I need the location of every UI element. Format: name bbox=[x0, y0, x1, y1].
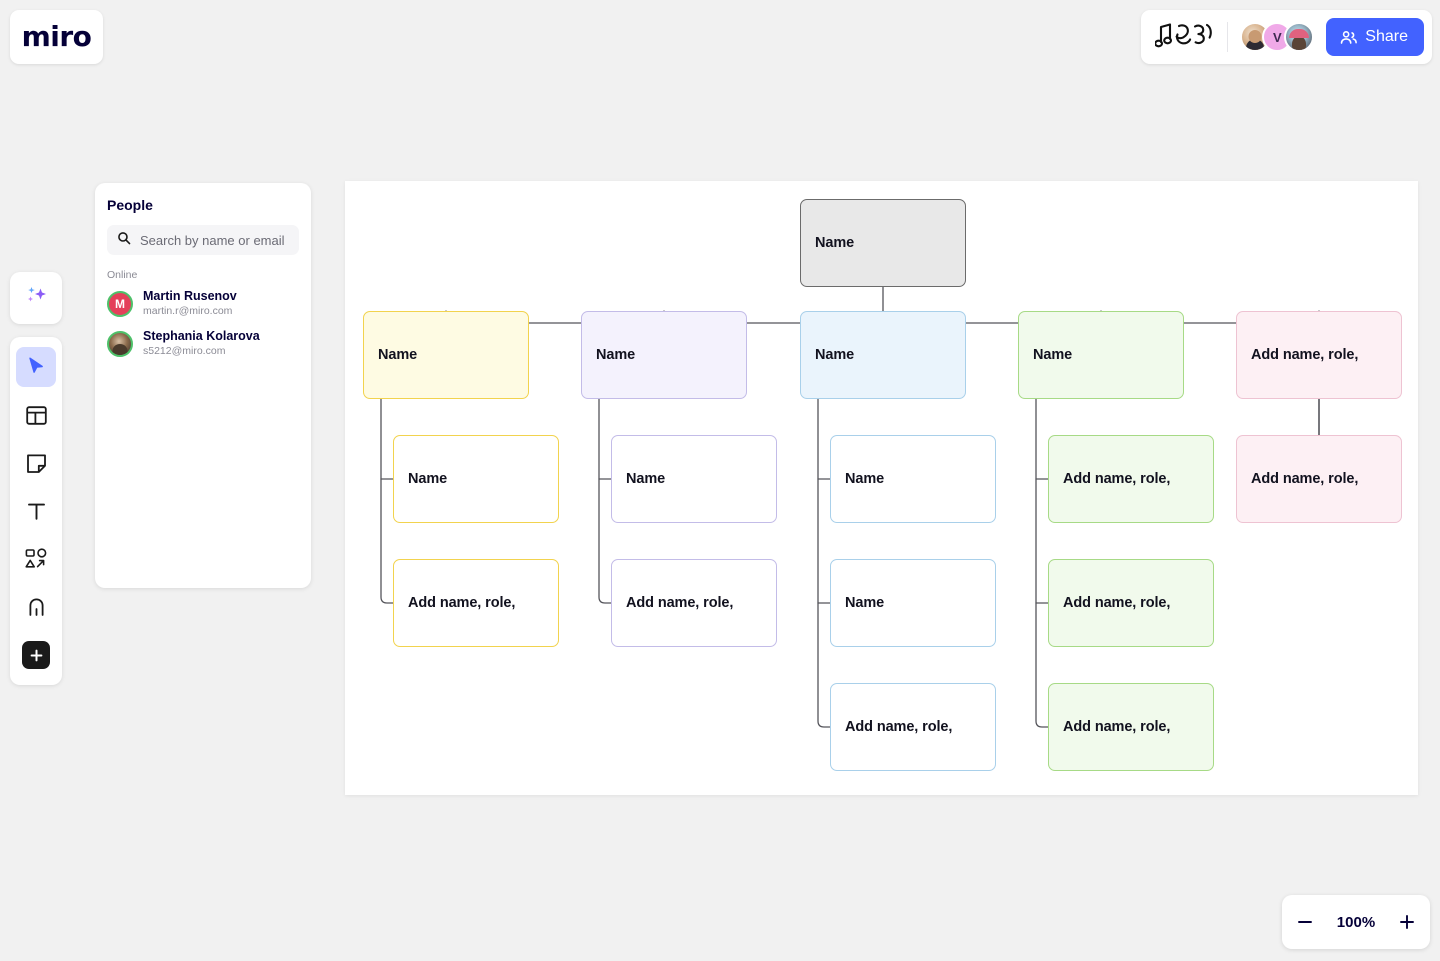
zoom-level: 100% bbox=[1336, 913, 1376, 931]
plus-icon bbox=[22, 641, 50, 669]
tool-shapes[interactable] bbox=[16, 539, 56, 579]
org-node[interactable]: Add name, role, bbox=[1236, 435, 1402, 523]
org-node-label: Add name, role, bbox=[1251, 471, 1359, 487]
share-button-label: Share bbox=[1365, 28, 1408, 45]
org-node[interactable]: Add name, role, bbox=[611, 559, 777, 647]
org-node-label: Name bbox=[845, 595, 885, 611]
avatar bbox=[107, 330, 133, 357]
share-button[interactable]: Share bbox=[1326, 18, 1424, 56]
templates-icon bbox=[25, 404, 48, 427]
people-search-box[interactable] bbox=[107, 225, 299, 255]
org-node-label: Name bbox=[845, 471, 885, 487]
search-input[interactable] bbox=[140, 232, 289, 248]
people-panel: People Online M Martin Rusenov martin.r@… bbox=[95, 183, 311, 588]
org-node-label: Add name, role, bbox=[408, 595, 516, 611]
org-node-label: Add name, role, bbox=[845, 719, 953, 735]
cursor-select-icon bbox=[25, 356, 47, 378]
list-item[interactable]: Stephania Kolarova s5212@miro.com bbox=[107, 329, 299, 358]
org-node[interactable]: Name bbox=[800, 311, 966, 399]
org-node-label: Name bbox=[815, 347, 855, 363]
person-name: Stephania Kolarova bbox=[143, 329, 260, 344]
org-node-label: Name bbox=[626, 471, 666, 487]
avatar[interactable] bbox=[1284, 22, 1315, 52]
person-name: Martin Rusenov bbox=[143, 289, 237, 303]
org-node-label: Name bbox=[1033, 347, 1073, 363]
tool-more-apps[interactable] bbox=[16, 635, 56, 675]
tool-templates[interactable] bbox=[16, 395, 56, 435]
org-node[interactable]: Name bbox=[393, 435, 559, 523]
org-node[interactable]: Add name, role, bbox=[830, 683, 996, 771]
text-icon bbox=[25, 500, 48, 523]
person-email: s5212@miro.com bbox=[143, 344, 226, 357]
org-node[interactable]: Name bbox=[830, 559, 996, 647]
sticky-note-icon bbox=[25, 452, 48, 475]
zoom-in-button[interactable] bbox=[1392, 907, 1422, 937]
toolbar bbox=[10, 337, 62, 685]
org-node[interactable]: Add name, role, bbox=[1236, 311, 1402, 399]
tool-select[interactable] bbox=[16, 347, 56, 387]
collaborator-avatars[interactable]: V bbox=[1240, 22, 1315, 52]
tool-sticky-note[interactable] bbox=[16, 443, 56, 483]
music-doodle-icon[interactable] bbox=[1155, 20, 1217, 54]
org-node[interactable]: Name bbox=[581, 311, 747, 399]
tool-pen[interactable] bbox=[16, 587, 56, 627]
org-node-label: Add name, role, bbox=[1063, 719, 1171, 735]
org-node-label: Add name, role, bbox=[1251, 347, 1359, 363]
header-toolbar: V Share bbox=[1141, 10, 1432, 64]
org-node-label: Name bbox=[815, 235, 855, 251]
tool-text[interactable] bbox=[16, 491, 56, 531]
org-node-label: Name bbox=[596, 347, 636, 363]
zoom-control: 100% bbox=[1282, 895, 1430, 949]
org-node-label: Add name, role, bbox=[1063, 595, 1171, 611]
org-node-label: Name bbox=[408, 471, 448, 487]
pen-icon bbox=[25, 596, 48, 619]
header-divider bbox=[1227, 22, 1229, 52]
search-icon bbox=[117, 231, 131, 250]
org-node-label: Add name, role, bbox=[1063, 471, 1171, 487]
toolbar-ai-button[interactable] bbox=[10, 272, 62, 324]
org-node[interactable]: Add name, role, bbox=[1048, 435, 1214, 523]
list-item[interactable]: M Martin Rusenov martin.r@miro.com bbox=[107, 289, 299, 318]
org-node[interactable]: Name bbox=[363, 311, 529, 399]
avatar: M bbox=[107, 290, 133, 317]
org-node-label: Name bbox=[378, 347, 418, 363]
org-node[interactable]: Add name, role, bbox=[1048, 559, 1214, 647]
miro-logo[interactable]: miro bbox=[10, 10, 103, 64]
miro-logo-text: miro bbox=[21, 20, 92, 53]
online-section-label: Online bbox=[107, 269, 138, 281]
org-node[interactable]: Add name, role, bbox=[1048, 683, 1214, 771]
org-node[interactable]: Name bbox=[611, 435, 777, 523]
org-node-label: Add name, role, bbox=[626, 595, 734, 611]
person-email: martin.r@miro.com bbox=[143, 304, 233, 317]
org-node[interactable]: Name bbox=[800, 199, 966, 287]
org-node[interactable]: Name bbox=[1018, 311, 1184, 399]
org-node[interactable]: Add name, role, bbox=[393, 559, 559, 647]
people-panel-title: People bbox=[107, 197, 153, 213]
shapes-icon bbox=[24, 547, 48, 571]
zoom-out-button[interactable] bbox=[1290, 907, 1320, 937]
ai-sparkle-icon bbox=[23, 283, 49, 314]
org-node[interactable]: Name bbox=[830, 435, 996, 523]
people-icon bbox=[1339, 28, 1358, 47]
